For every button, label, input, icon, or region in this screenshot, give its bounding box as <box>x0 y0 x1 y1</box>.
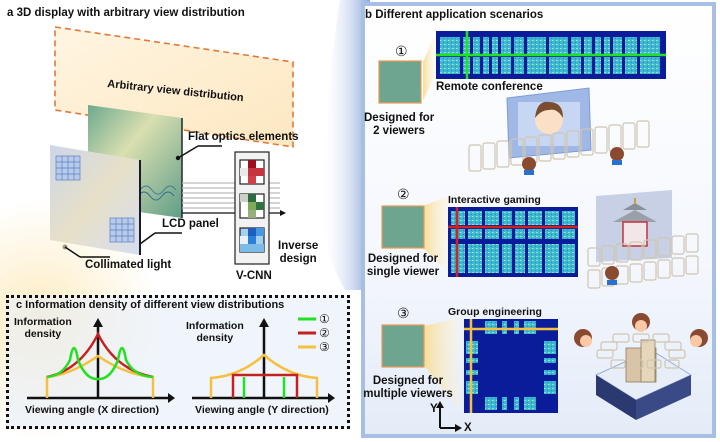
legend-label-2: ② <box>319 326 330 340</box>
chart-y-ylabel-line2: density <box>196 332 234 344</box>
scenario-3-marker: ③ <box>397 305 410 321</box>
scenario-3-caption: Designed for multiple viewers <box>362 375 454 401</box>
axis-y-label: Y <box>430 403 438 415</box>
chart-y-direction <box>192 318 335 403</box>
lcd-pixel-grid-top <box>55 155 81 181</box>
panel-c-frame <box>6 295 350 429</box>
design-word: design <box>279 253 317 265</box>
group-engineering-scene <box>574 313 708 420</box>
chart-y-curve-2 <box>231 373 299 398</box>
viewer-1-avatar <box>522 157 536 175</box>
inverse-design-label: Inverse design <box>278 240 318 266</box>
chart-y-curve-3 <box>209 353 319 398</box>
scenario-2-caption-line2: single viewer <box>366 266 440 278</box>
scenario-1-caption: Designed for 2 viewers <box>364 112 434 138</box>
remote-conference-scene <box>468 87 650 175</box>
chart-y-ylabel: Information density <box>186 320 244 344</box>
chart-x-curve-3 <box>45 354 155 398</box>
scenario-1-map <box>436 31 666 79</box>
viewer-2-avatar <box>610 147 624 165</box>
chart-x-ylabel-line1: Information <box>14 316 72 328</box>
group-viewer-right <box>690 329 708 347</box>
legend-label-1: ① <box>319 312 330 326</box>
panel-c-charts <box>27 317 335 403</box>
panel-b-title: b Different application scenarios <box>365 9 544 21</box>
chart-x-curve-1 <box>46 346 154 381</box>
inverse-word: Inverse <box>278 240 319 252</box>
group-viewer-left <box>574 329 592 347</box>
panel-b-illustration <box>378 31 708 432</box>
scenario-2-map <box>448 207 578 277</box>
chart-y-ylabel-line1: Information <box>186 320 244 332</box>
projection-wedge <box>320 0 370 290</box>
lcd-panel-label: LCD panel <box>162 218 219 230</box>
vcnn-label: V-CNN <box>236 270 272 282</box>
scenario-2-marker: ② <box>397 186 410 202</box>
xy-axis-indicator <box>436 401 462 432</box>
scenario-2-map-label: Interactive gaming <box>448 194 541 206</box>
scenario-3-map-label: Group engineering <box>448 306 542 318</box>
group-viewer-top <box>632 313 650 332</box>
lcd-pixel-grid-bottom <box>109 217 135 243</box>
chart-x-ylabel-line2: density <box>24 328 62 340</box>
scenario-1-map-label: Remote conference <box>436 81 543 93</box>
scenario-3-caption-line2: multiple viewers <box>363 388 453 400</box>
chart-x-ylabel: Information density <box>14 316 72 340</box>
interactive-gaming-scene <box>587 190 699 289</box>
vcnn-green-kernel <box>239 193 265 219</box>
vcnn-red-kernel <box>239 159 265 185</box>
collimated-light-label: Collimated light <box>85 259 172 271</box>
legend-label-3: ③ <box>319 340 330 354</box>
panel-a-illustration <box>50 0 370 290</box>
scenario-3-thumbnail <box>381 324 425 368</box>
gaming-viewer-avatar <box>605 266 619 285</box>
scenario-3-caption-line1: Designed for <box>372 375 444 387</box>
scenario-1-caption-line1: Designed for <box>364 112 435 124</box>
flat-optics-label: Flat optics elements <box>188 131 299 143</box>
panel-a-title: a 3D display with arbitrary view distrib… <box>7 7 245 19</box>
chart-y-xlabel: Viewing angle (Y direction) <box>195 404 329 416</box>
vcnn-blue-kernel <box>239 227 265 253</box>
scenario-2-caption-line1: Designed for <box>367 253 439 265</box>
panel-c-title: c Information density of different view … <box>16 299 285 311</box>
scenario-1-thumbnail <box>378 60 422 104</box>
chart-x-direction <box>27 318 175 403</box>
axis-x-label: X <box>464 422 472 434</box>
scenario-3-map <box>464 319 558 413</box>
scenario-2-thumbnail <box>381 205 425 249</box>
scenario-2-caption: Designed for single viewer <box>362 253 444 279</box>
scenario-1-caption-line2: 2 viewers <box>373 125 425 137</box>
scenario-1-marker: ① <box>395 43 408 59</box>
chart-x-xlabel: Viewing angle (X direction) <box>25 404 159 416</box>
